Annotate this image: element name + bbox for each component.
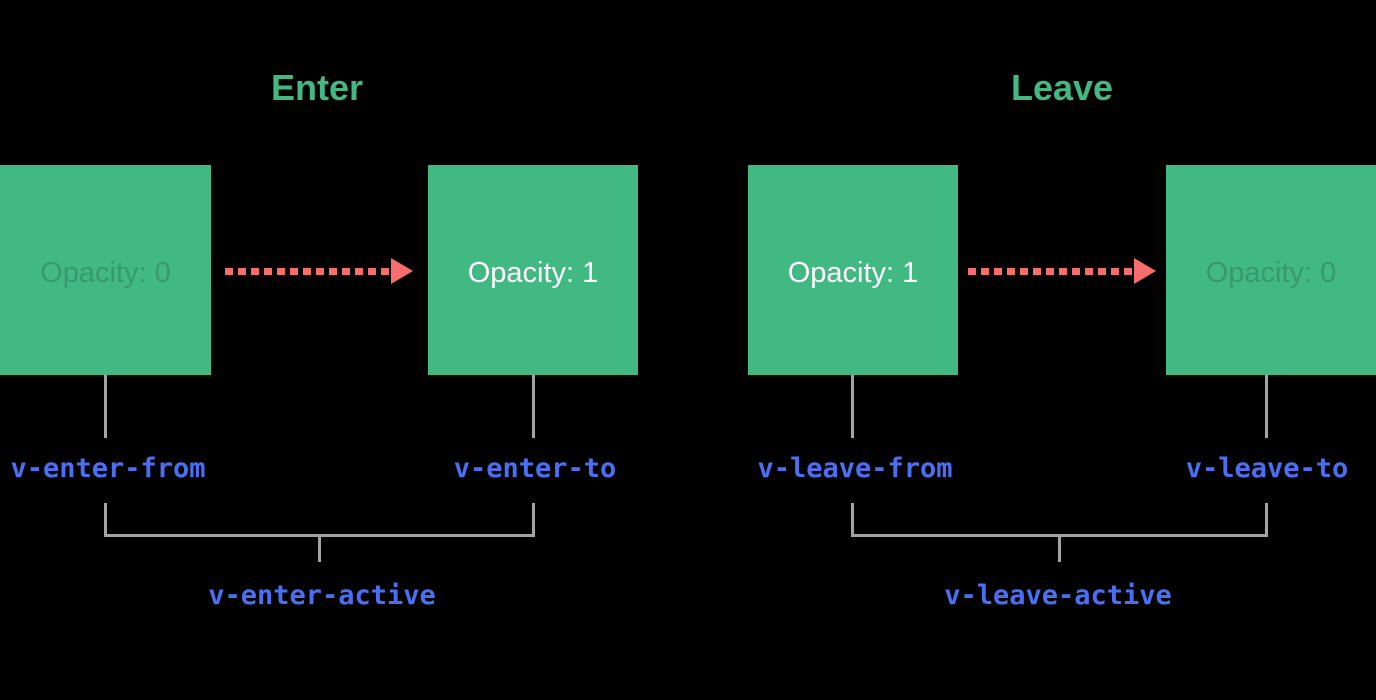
leave-to-opacity-label: Opacity: 0: [1205, 256, 1337, 289]
leave-active-class-label: v-leave-active: [944, 580, 1172, 611]
enter-from-opacity-label: Opacity: 0: [40, 256, 171, 289]
enter-to-connector-line: [532, 375, 535, 438]
leave-to-state-box: Opacity: 0: [1166, 165, 1376, 375]
leave-active-bracket: [851, 503, 1268, 537]
leave-active-bracket-stem: [1058, 537, 1061, 562]
enter-to-class-label: v-enter-to: [453, 453, 617, 484]
dotted-line: [968, 267, 1134, 275]
arrow-head-icon: [1134, 258, 1156, 284]
enter-to-opacity-label: Opacity: 1: [467, 256, 599, 289]
enter-active-class-label: v-enter-active: [208, 580, 436, 611]
enter-transition-arrow: [225, 258, 413, 284]
enter-active-bracket: [104, 503, 535, 537]
arrow-head-icon: [391, 258, 413, 284]
leave-from-state-box: Opacity: 1: [748, 165, 958, 375]
leave-from-class-label: v-leave-from: [757, 453, 953, 484]
enter-active-bracket-stem: [318, 537, 321, 562]
enter-from-connector-line: [104, 375, 107, 438]
leave-to-connector-line: [1265, 375, 1268, 438]
leave-from-connector-line: [851, 375, 854, 438]
leave-to-class-label: v-leave-to: [1185, 453, 1349, 484]
enter-section-title: Enter: [270, 67, 364, 108]
enter-from-state-box: Opacity: 0: [0, 165, 211, 375]
dotted-line: [225, 267, 391, 275]
leave-transition-arrow: [968, 258, 1156, 284]
leave-from-opacity-label: Opacity: 1: [787, 256, 919, 289]
leave-section-title: Leave: [1010, 67, 1114, 108]
enter-to-state-box: Opacity: 1: [428, 165, 638, 375]
enter-from-class-label: v-enter-from: [10, 453, 206, 484]
